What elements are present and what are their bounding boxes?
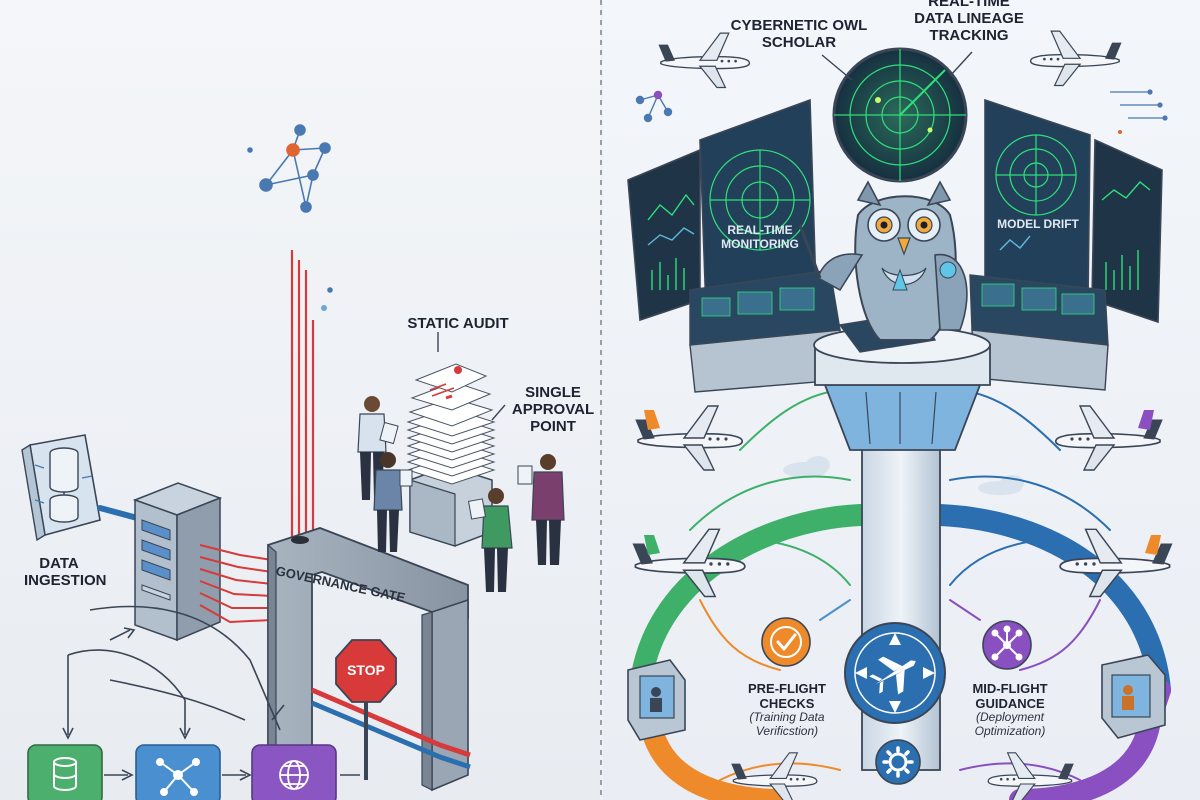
left-booth <box>627 659 686 741</box>
checkmark-icon <box>761 617 811 667</box>
person-auditor-2 <box>373 452 413 552</box>
red-signal-lines <box>290 250 315 548</box>
database-icon <box>53 757 77 791</box>
hub-icon <box>982 620 1032 670</box>
red-wires <box>199 544 273 624</box>
flow-arrows <box>62 605 360 781</box>
network-cluster-icon <box>635 90 673 123</box>
globe-icon <box>279 760 309 790</box>
pipeline-globe-node <box>251 744 337 800</box>
right-booth <box>1101 654 1166 739</box>
airplane-icon <box>869 656 916 695</box>
monitor-bank-left <box>627 98 841 393</box>
network-cluster-icon <box>247 124 333 311</box>
pipeline-database-node <box>27 744 103 800</box>
pipeline-network-node <box>135 744 221 800</box>
person-auditor-4 <box>517 454 565 565</box>
lineage-radar-icon <box>832 47 968 183</box>
red-barrier <box>311 687 471 758</box>
person-auditor-3 <box>467 488 513 592</box>
radar-icon <box>709 149 811 251</box>
clouds <box>783 456 1024 495</box>
server-icon <box>132 482 223 642</box>
circuit-icon <box>1110 89 1168 134</box>
network-icon <box>156 758 200 796</box>
central-airplane-hub-icon <box>844 622 946 724</box>
static-audit-label: STATIC AUDIT <box>407 315 509 332</box>
blue-barrier <box>311 700 471 770</box>
document-stack-icon <box>406 363 496 547</box>
data-ingestion-unit <box>21 434 101 542</box>
monitor-bank-right <box>969 98 1163 391</box>
radar-icon <box>995 134 1077 216</box>
stop-sign-label: STOP <box>347 662 385 678</box>
model-drift-screen-label: MODEL DRIFT <box>997 217 1079 231</box>
gear-icon <box>875 739 921 785</box>
database-icon <box>49 447 79 523</box>
owl-icon <box>798 180 968 341</box>
stop-sign-icon <box>335 639 397 780</box>
